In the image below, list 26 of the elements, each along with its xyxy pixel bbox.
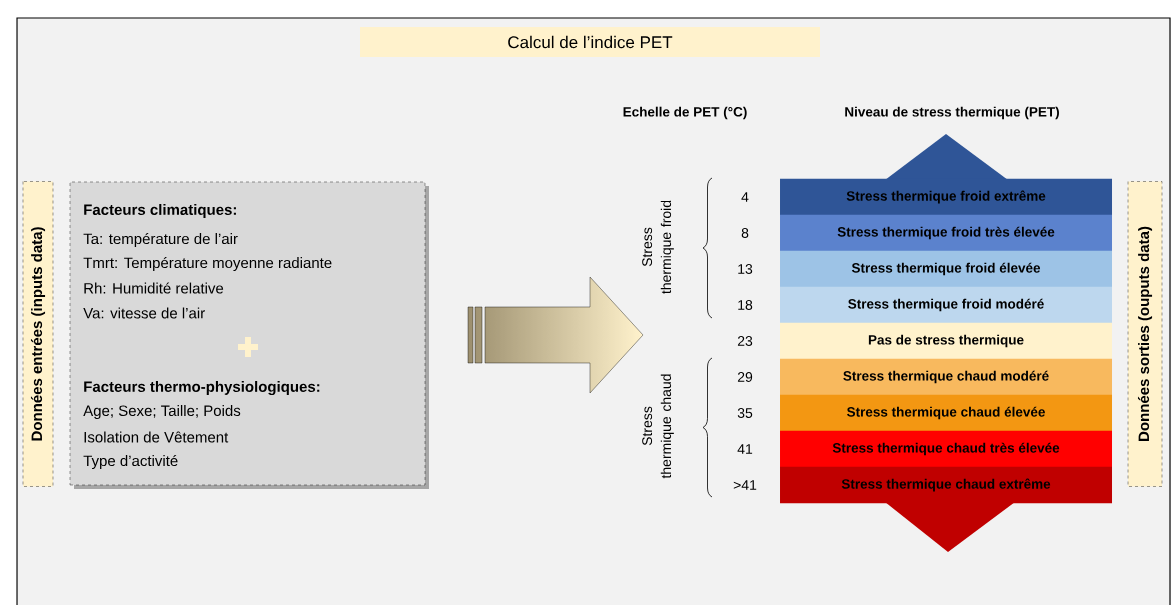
- scale-value: 29: [737, 372, 753, 382]
- level-band: Pas de stress thermique: [780, 322, 1112, 360]
- scale-value: 8: [741, 228, 749, 238]
- scale-value: 35: [737, 408, 753, 418]
- column-heading: Echelle de PET (°C): [623, 106, 747, 120]
- group-label: Stress thermique froid: [642, 200, 674, 294]
- level-band: Stress thermique chaud très élevée: [780, 430, 1112, 468]
- level-band: Stress thermique froid modéré: [780, 286, 1112, 324]
- scale-value: >41: [733, 480, 757, 490]
- scale-value: 41: [737, 444, 753, 454]
- title-box: Calcul de l’indice PET: [360, 27, 820, 57]
- scale-value: 23: [737, 336, 753, 346]
- level-band: Stress thermique froid très élevée: [780, 214, 1112, 252]
- scale-value: 4: [741, 192, 749, 202]
- scale-value: 18: [738, 300, 753, 310]
- input-box: Facteurs climatiques: Ta: température de l’air Tmrt: Température moyenne radiante Rh: Humidité relative Va: vitesse de l’air Facteurs thermo-physiologiques: Age; Sexe; Taille; Poids Isolation de Vêtement Type d’activité: [69, 181, 429, 489]
- level-band: Stress thermique chaud modéré: [780, 358, 1112, 396]
- column-heading: Niveau de stress thermique (PET): [845, 106, 1059, 120]
- group-label: Stress thermique chaud: [642, 374, 674, 479]
- scale-value: 13: [738, 264, 753, 274]
- level-band: Stress thermique froid extrême: [780, 134, 1112, 216]
- vertical-label-box: Données entrées (inputs data): [22, 181, 54, 487]
- level-band: Stress thermique chaud extrême: [780, 466, 1112, 552]
- level-band: Stress thermique chaud élevée: [780, 394, 1112, 432]
- vertical-label-box: Données sorties (ouputs data): [1127, 181, 1163, 487]
- level-band: Stress thermique froid élevée: [780, 250, 1112, 288]
